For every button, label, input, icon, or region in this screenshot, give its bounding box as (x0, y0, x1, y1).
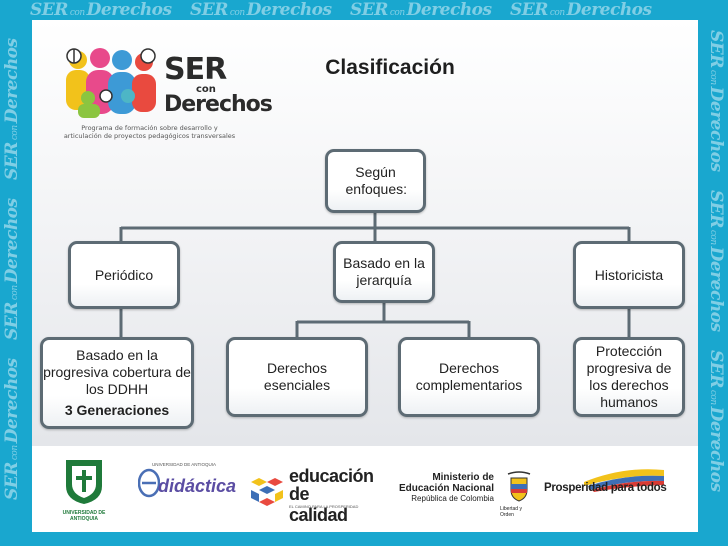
didactica-e-icon (138, 468, 160, 498)
didactica-logo: UNIVERSIDAD DE ANTIOQUIA didáctica (138, 462, 236, 512)
ser-con-derechos-logo: SER con Derechos Programa de formación s… (62, 42, 273, 140)
colored-cubes-icon (251, 478, 283, 506)
colombia-flag-swoosh-icon (584, 469, 664, 492)
people-figures-icon (66, 48, 156, 118)
node-segun-enfoques: Según enfoques: (325, 149, 426, 213)
watermark: SERconDerechos (2, 38, 22, 180)
node-derechos-complementarios: Derechos complementarios (398, 337, 540, 417)
slide-title: Clasificación (325, 56, 455, 79)
ministerio-line1: Ministerio de (432, 472, 494, 483)
udea-logo: UNIVERSIDAD DE ANTIOQUIA (62, 456, 106, 522)
node-cobertura-ddhh: Basado en la progresiva cobertura de los… (40, 337, 194, 429)
node-basado-jerarquia: Basado en la jerarquía (333, 241, 435, 303)
didactica-university: UNIVERSIDAD DE ANTIOQUIA (152, 462, 217, 467)
escudo-motto: Libertad y Orden (500, 506, 522, 518)
logo-word-con: con (196, 84, 216, 95)
didactica-word: didáctica (158, 476, 237, 496)
node-derechos-esenciales: Derechos esenciales (226, 337, 368, 417)
educacion-calidad-logo: educación de calidad EL CAMINO PARA LA P… (247, 466, 374, 525)
watermark: SERconDerechos (2, 358, 22, 500)
node-periodico: Periódico (68, 241, 180, 309)
logos-strip (32, 446, 698, 532)
node-historicista: Historicista (573, 241, 685, 309)
logo-tagline: Programa de formación sobre desarrollo y… (63, 124, 236, 140)
de-calidad-word: de calidad (289, 484, 348, 525)
ministerio-educacion-logo: Ministerio de Educación Nacional Repúbli… (394, 470, 536, 518)
watermark: SERconDerechos (706, 350, 726, 492)
watermark: SERconDerechos (2, 198, 22, 340)
node-proteccion-progresiva: Protección progresiva de los derechos hu… (573, 337, 685, 417)
prosperidad-text: Prosperidad para todos (544, 482, 667, 494)
educacion-word: educación (289, 466, 374, 486)
colombia-coat-of-arms-icon (507, 471, 531, 502)
watermark: SERconDerechos (706, 30, 726, 172)
udea-seal-icon (66, 460, 102, 504)
prosperidad-logo: Prosperidad para todos (544, 466, 668, 510)
logo-word-derechos: Derechos (164, 92, 273, 117)
educacion-tagline: EL CAMINO PARA LA PROSPERIDAD (289, 504, 359, 509)
udea-name: UNIVERSIDAD DE ANTIOQUIA (62, 510, 106, 522)
logo-word-ser: SER (164, 52, 227, 87)
watermark: SERconDerechos (706, 190, 726, 332)
ministerio-line3: República de Colombia (411, 494, 494, 503)
ministerio-line2: Educación Nacional (398, 483, 494, 494)
